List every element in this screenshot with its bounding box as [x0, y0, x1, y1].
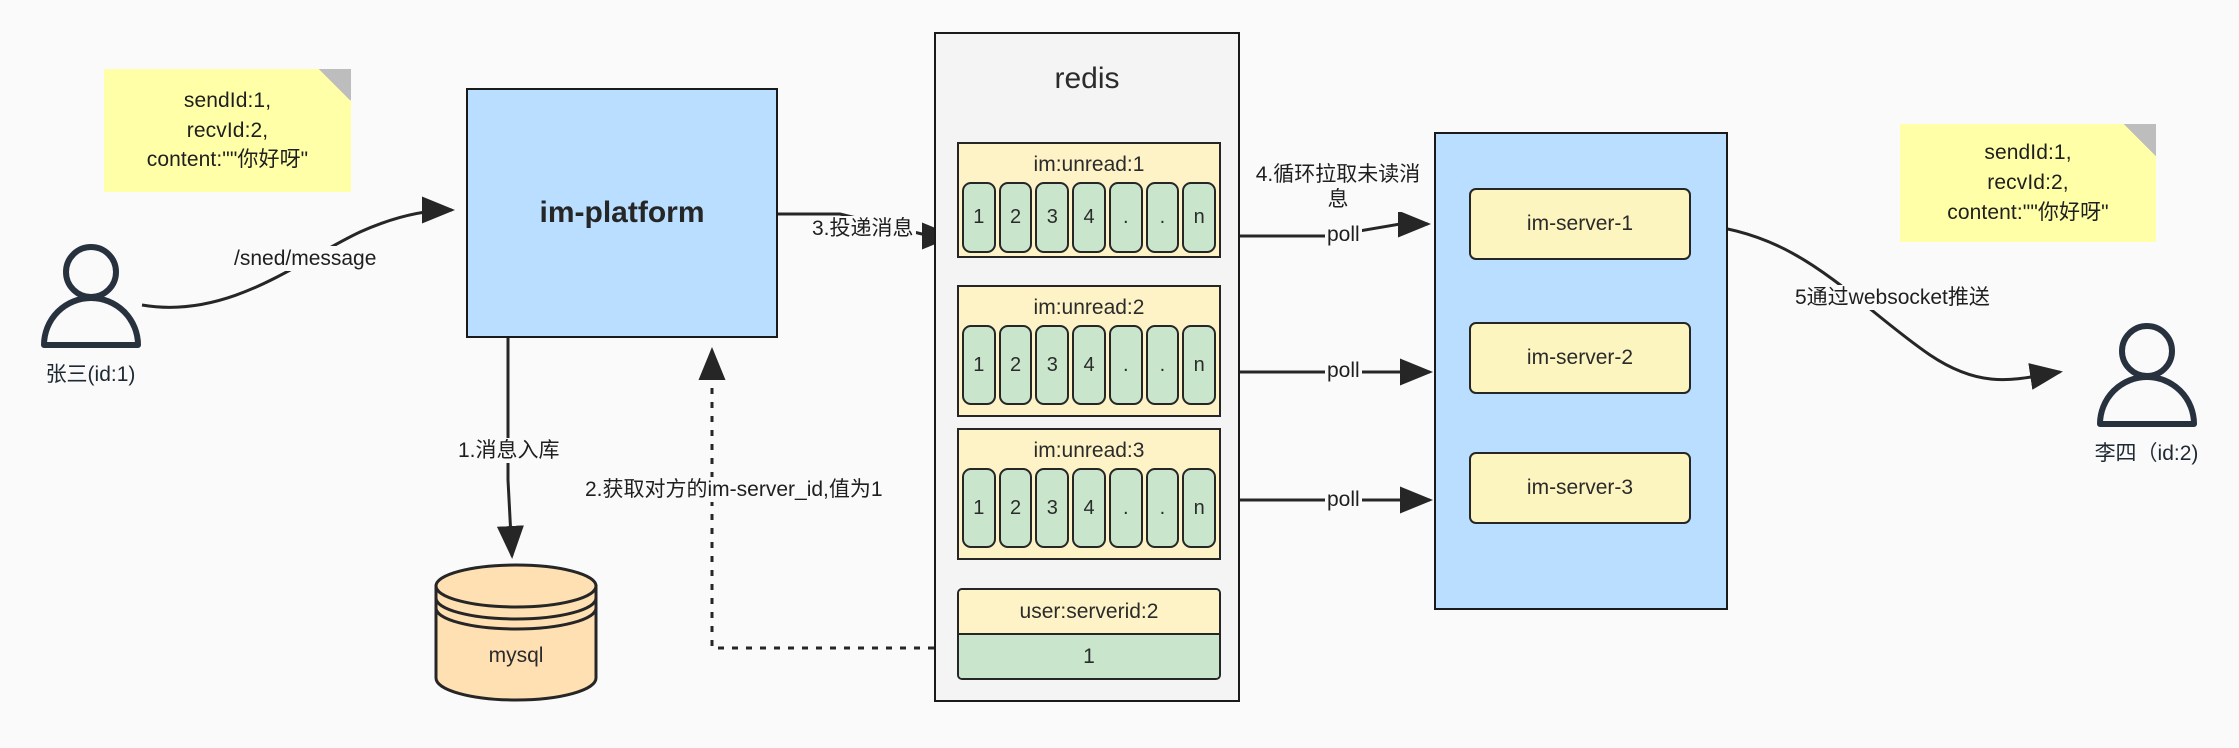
note-fold-icon — [319, 69, 351, 101]
edge-label-step2: 2.获取对方的im-server_id,值为1 — [583, 477, 885, 503]
redis-title: redis — [1054, 62, 1120, 95]
im-server-1-label: im-server-1 — [1526, 212, 1634, 235]
queue-cell: n — [1182, 182, 1217, 253]
note-line: sendId:1, — [183, 88, 272, 112]
redis-kv-value: 1 — [959, 635, 1219, 678]
queue-cell: . — [1108, 325, 1143, 405]
queue-cell: n — [1182, 468, 1217, 548]
queue-cell: 1 — [962, 468, 996, 548]
queue-cell: 3 — [1035, 468, 1070, 548]
im-platform-label: im-platform — [539, 196, 705, 229]
queue-cell: . — [1145, 468, 1180, 548]
queue-cell: 3 — [1035, 182, 1070, 253]
person-icon — [40, 244, 141, 348]
mysql-label: mysql — [488, 644, 544, 667]
redis-kv-key: user:serverid:2 — [959, 590, 1219, 635]
note-line: sendId:1, — [1984, 141, 2072, 165]
note-line: recvId:2, — [1987, 171, 2069, 195]
redis-queue-2-key: im:unread:2 — [1033, 296, 1145, 319]
queue-cell: 1 — [962, 182, 996, 253]
im-server-3-label: im-server-3 — [1526, 476, 1634, 499]
person-icon — [2096, 323, 2197, 427]
edge-label-step3: 3.投递消息 — [810, 216, 916, 242]
queue-cell: . — [1108, 468, 1143, 548]
actor-sender[interactable]: 张三(id:1) — [28, 243, 153, 388]
note-line: content:""你好呀" — [146, 148, 309, 172]
queue-cell: . — [1108, 182, 1143, 253]
redis-queue-3[interactable]: im:unread:3 1 2 3 4 . . n — [957, 428, 1221, 560]
queue-cell: . — [1145, 182, 1180, 253]
redis-kv-user-serverid[interactable]: user:serverid:2 1 — [957, 588, 1221, 680]
actor-receiver-label: 李四（id:2) — [2094, 442, 2199, 465]
queue-cell: 1 — [962, 325, 996, 405]
edge-label-step4: 4.循环拉取未读消息 — [1252, 162, 1424, 213]
queue-cell: . — [1145, 325, 1180, 405]
redis-queue-1-cells: 1 2 3 4 . . n — [959, 182, 1219, 256]
note-receiver-payload: sendId:1, recvId:2, content:""你好呀" — [1900, 124, 2156, 242]
im-server-3-node[interactable]: im-server-3 — [1469, 452, 1691, 524]
im-server-1-node[interactable]: im-server-1 — [1469, 188, 1691, 260]
edge-label-poll-3: poll — [1325, 487, 1362, 513]
edge-label-step4-line2: 息 — [1327, 188, 1349, 212]
redis-queue-3-cells: 1 2 3 4 . . n — [959, 468, 1219, 558]
edge-label-step1: 1.消息入库 — [456, 438, 562, 464]
edge-label-poll-2: poll — [1325, 358, 1362, 384]
note-sender-payload: sendId:1, recvId:2, content:""你好呀" — [104, 69, 351, 192]
queue-cell: 2 — [998, 468, 1033, 548]
redis-queue-3-key: im:unread:3 — [1033, 439, 1145, 462]
actor-sender-label: 张三(id:1) — [45, 363, 136, 386]
queue-cell: 2 — [998, 182, 1033, 253]
queue-cell: 4 — [1072, 325, 1106, 405]
redis-queue-2-cells: 1 2 3 4 . . n — [959, 325, 1219, 415]
im-platform-node[interactable]: im-platform — [466, 88, 778, 338]
queue-cell: 4 — [1072, 182, 1106, 253]
edge-label-step5: 5通过websocket推送 — [1793, 285, 1992, 311]
redis-queue-1[interactable]: im:unread:1 1 2 3 4 . . n — [957, 142, 1221, 258]
note-fold-icon — [2124, 124, 2156, 156]
queue-cell: 2 — [998, 325, 1033, 405]
im-server-2-label: im-server-2 — [1526, 346, 1634, 369]
mysql-database-node[interactable]: mysql — [432, 562, 600, 702]
edge-label-send-message: /sned/message — [232, 246, 379, 272]
actor-receiver[interactable]: 李四（id:2) — [2084, 322, 2209, 467]
redis-queue-2[interactable]: im:unread:2 1 2 3 4 . . n — [957, 285, 1221, 417]
queue-cell: 4 — [1072, 468, 1106, 548]
edge-label-poll-1: poll — [1325, 222, 1362, 248]
note-line: content:""你好呀" — [1947, 200, 2109, 224]
queue-cell: 3 — [1035, 325, 1070, 405]
edge-label-step4-line1: 4.循环拉取未读消 — [1255, 163, 1421, 186]
queue-cell: n — [1182, 325, 1217, 405]
note-line: recvId:2, — [186, 118, 269, 142]
database-cylinder-icon — [434, 563, 598, 702]
redis-queue-1-key: im:unread:1 — [1033, 153, 1145, 176]
im-server-2-node[interactable]: im-server-2 — [1469, 322, 1691, 394]
